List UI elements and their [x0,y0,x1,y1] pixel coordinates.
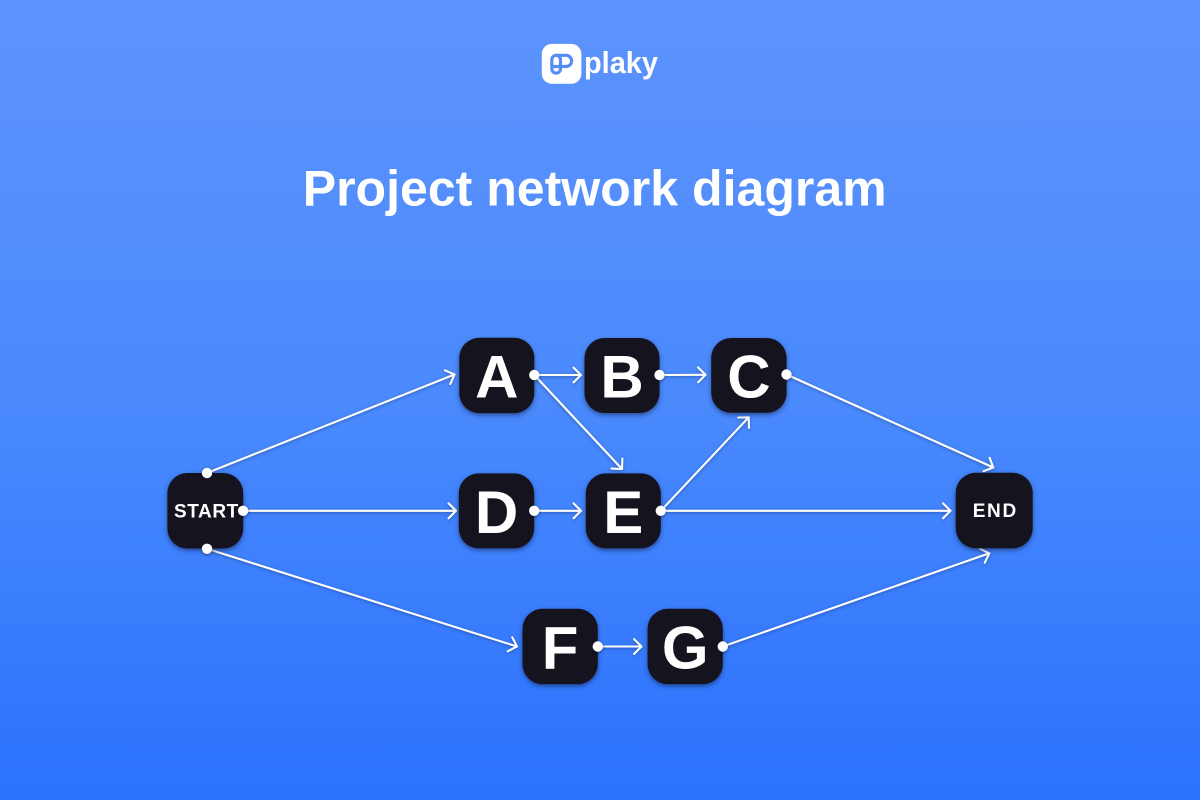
svg-text:E: E [603,479,643,546]
svg-text:plaky: plaky [584,45,659,80]
svg-text:C: C [727,343,770,410]
svg-text:D: D [475,479,518,546]
svg-text:B: B [600,344,643,411]
svg-text:END: END [973,501,1018,522]
svg-text:F: F [542,614,579,681]
svg-text:A: A [475,343,518,410]
svg-text:Project network diagram: Project network diagram [303,161,887,217]
svg-text:G: G [662,614,709,681]
svg-text:START: START [174,501,239,522]
